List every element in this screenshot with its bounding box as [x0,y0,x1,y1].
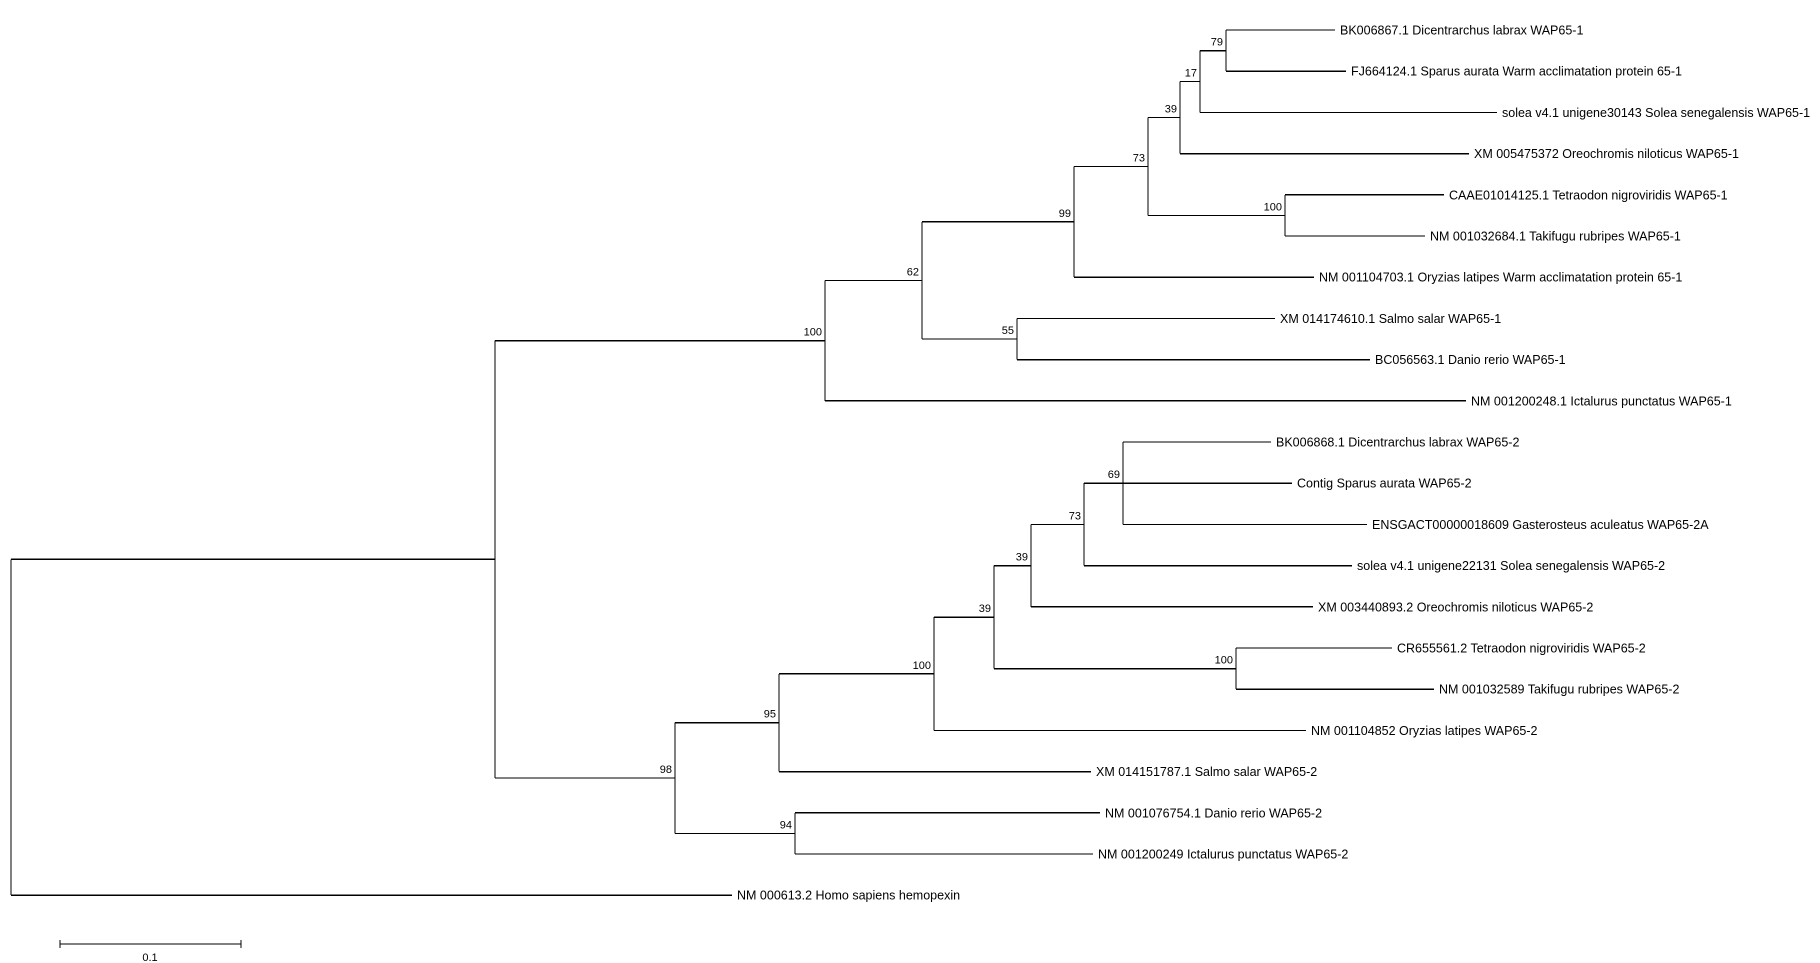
scale-bar: 0.1 [59,940,242,963]
bootstrap-w1b: 99 [1059,208,1071,220]
leaf-label-takifugu1: NM 001032684.1 Takifugu rubripes WAP65-1 [1430,230,1681,244]
leaf-label-ictalurus1: NM 001200248.1 Ictalurus punctatus WAP65… [1471,394,1732,408]
leaf-label-salmo1: XM 014174610.1 Salmo salar WAP65-1 [1280,312,1501,326]
leaf-label-solea2: solea v4.1 unigene22131 Solea senegalens… [1357,559,1665,573]
bootstrap-w2a: 95 [764,709,776,721]
leaf-label-tetraodon1: CAAE01014125.1 Tetraodon nigroviridis WA… [1449,188,1728,202]
leaf-label-dicentrarchus1: BK006867.1 Dicentrarchus labrax WAP65-1 [1340,24,1583,38]
bootstrap-w1c: 73 [1133,152,1145,164]
leaf-label-tetraodon2: CR655561.2 Tetraodon nigroviridis WAP65-… [1397,642,1646,656]
bootstrap-w2d: 39 [1016,552,1028,564]
bootstrap-w2c: 39 [979,603,991,615]
bootstrap-w2f: 69 [1108,469,1120,481]
bootstrap-w1d: 39 [1165,104,1177,116]
leaf-label-oryzias2: NM 001104852 Oryzias latipes WAP65-2 [1311,724,1538,738]
leaf-label-sparus2: Contig Sparus aurata WAP65-2 [1297,477,1472,491]
bootstrap-w1f: 79 [1211,37,1223,49]
bootstrap-w2: 98 [660,764,672,776]
leaf-label-ictalurus2: NM 001200249 Ictalurus punctatus WAP65-2 [1098,848,1348,862]
bootstrap-w1sd: 55 [1002,325,1014,337]
leaf-label-oryzias1: NM 001104703.1 Oryzias latipes Warm accl… [1319,271,1682,285]
bootstrap-w1: 100 [804,327,822,339]
scale-bar-label: 0.1 [142,952,157,963]
leaf-label-gasterosteus2a: ENSGACT00000018609 Gasterosteus aculeatu… [1372,518,1709,532]
leaf-label-danio1: BC056563.1 Danio rerio WAP65-1 [1375,353,1566,367]
leaf-label-homo: NM 000613.2 Homo sapiens hemopexin [737,889,960,903]
bootstrap-w1a: 62 [907,266,919,278]
leaf-label-oreochromis1: XM 005475372 Oreochromis niloticus WAP65… [1474,147,1739,161]
leaf-label-sparus1: FJ664124.1 Sparus aurata Warm acclimatat… [1351,65,1682,79]
leaf-label-oreochromis2: XM 003440893.2 Oreochromis niloticus WAP… [1318,600,1593,614]
bootstrap-w1e: 17 [1185,68,1197,80]
leaf-label-dicentrarchus2: BK006868.1 Dicentrarchus labrax WAP65-2 [1276,436,1519,450]
leaf-label-salmo2: XM 014151787.1 Salmo salar WAP65-2 [1096,765,1317,779]
bootstrap-values: 100 62 99 73 39 17 79 100 55 98 95 100 39 39 73 69 100 94 [660,37,1282,832]
leaf-label-solea1: solea v4.1 unigene30143 Solea senegalens… [1502,106,1810,120]
leaf-labels: BK006867.1 Dicentrarchus labrax WAP65-1F… [737,24,1810,903]
bootstrap-w1tt: 100 [1264,201,1282,213]
leaf-label-takifugu2: NM 001032589 Takifugu rubripes WAP65-2 [1439,683,1679,697]
leaf-label-danio2: NM 001076754.1 Danio rerio WAP65-2 [1105,806,1322,820]
bootstrap-w2tt: 100 [1215,655,1233,667]
bootstrap-w2di: 94 [780,819,792,831]
bootstrap-w2b: 100 [913,660,931,672]
branch-lines [10,29,1497,896]
bootstrap-w2e: 73 [1069,510,1081,522]
